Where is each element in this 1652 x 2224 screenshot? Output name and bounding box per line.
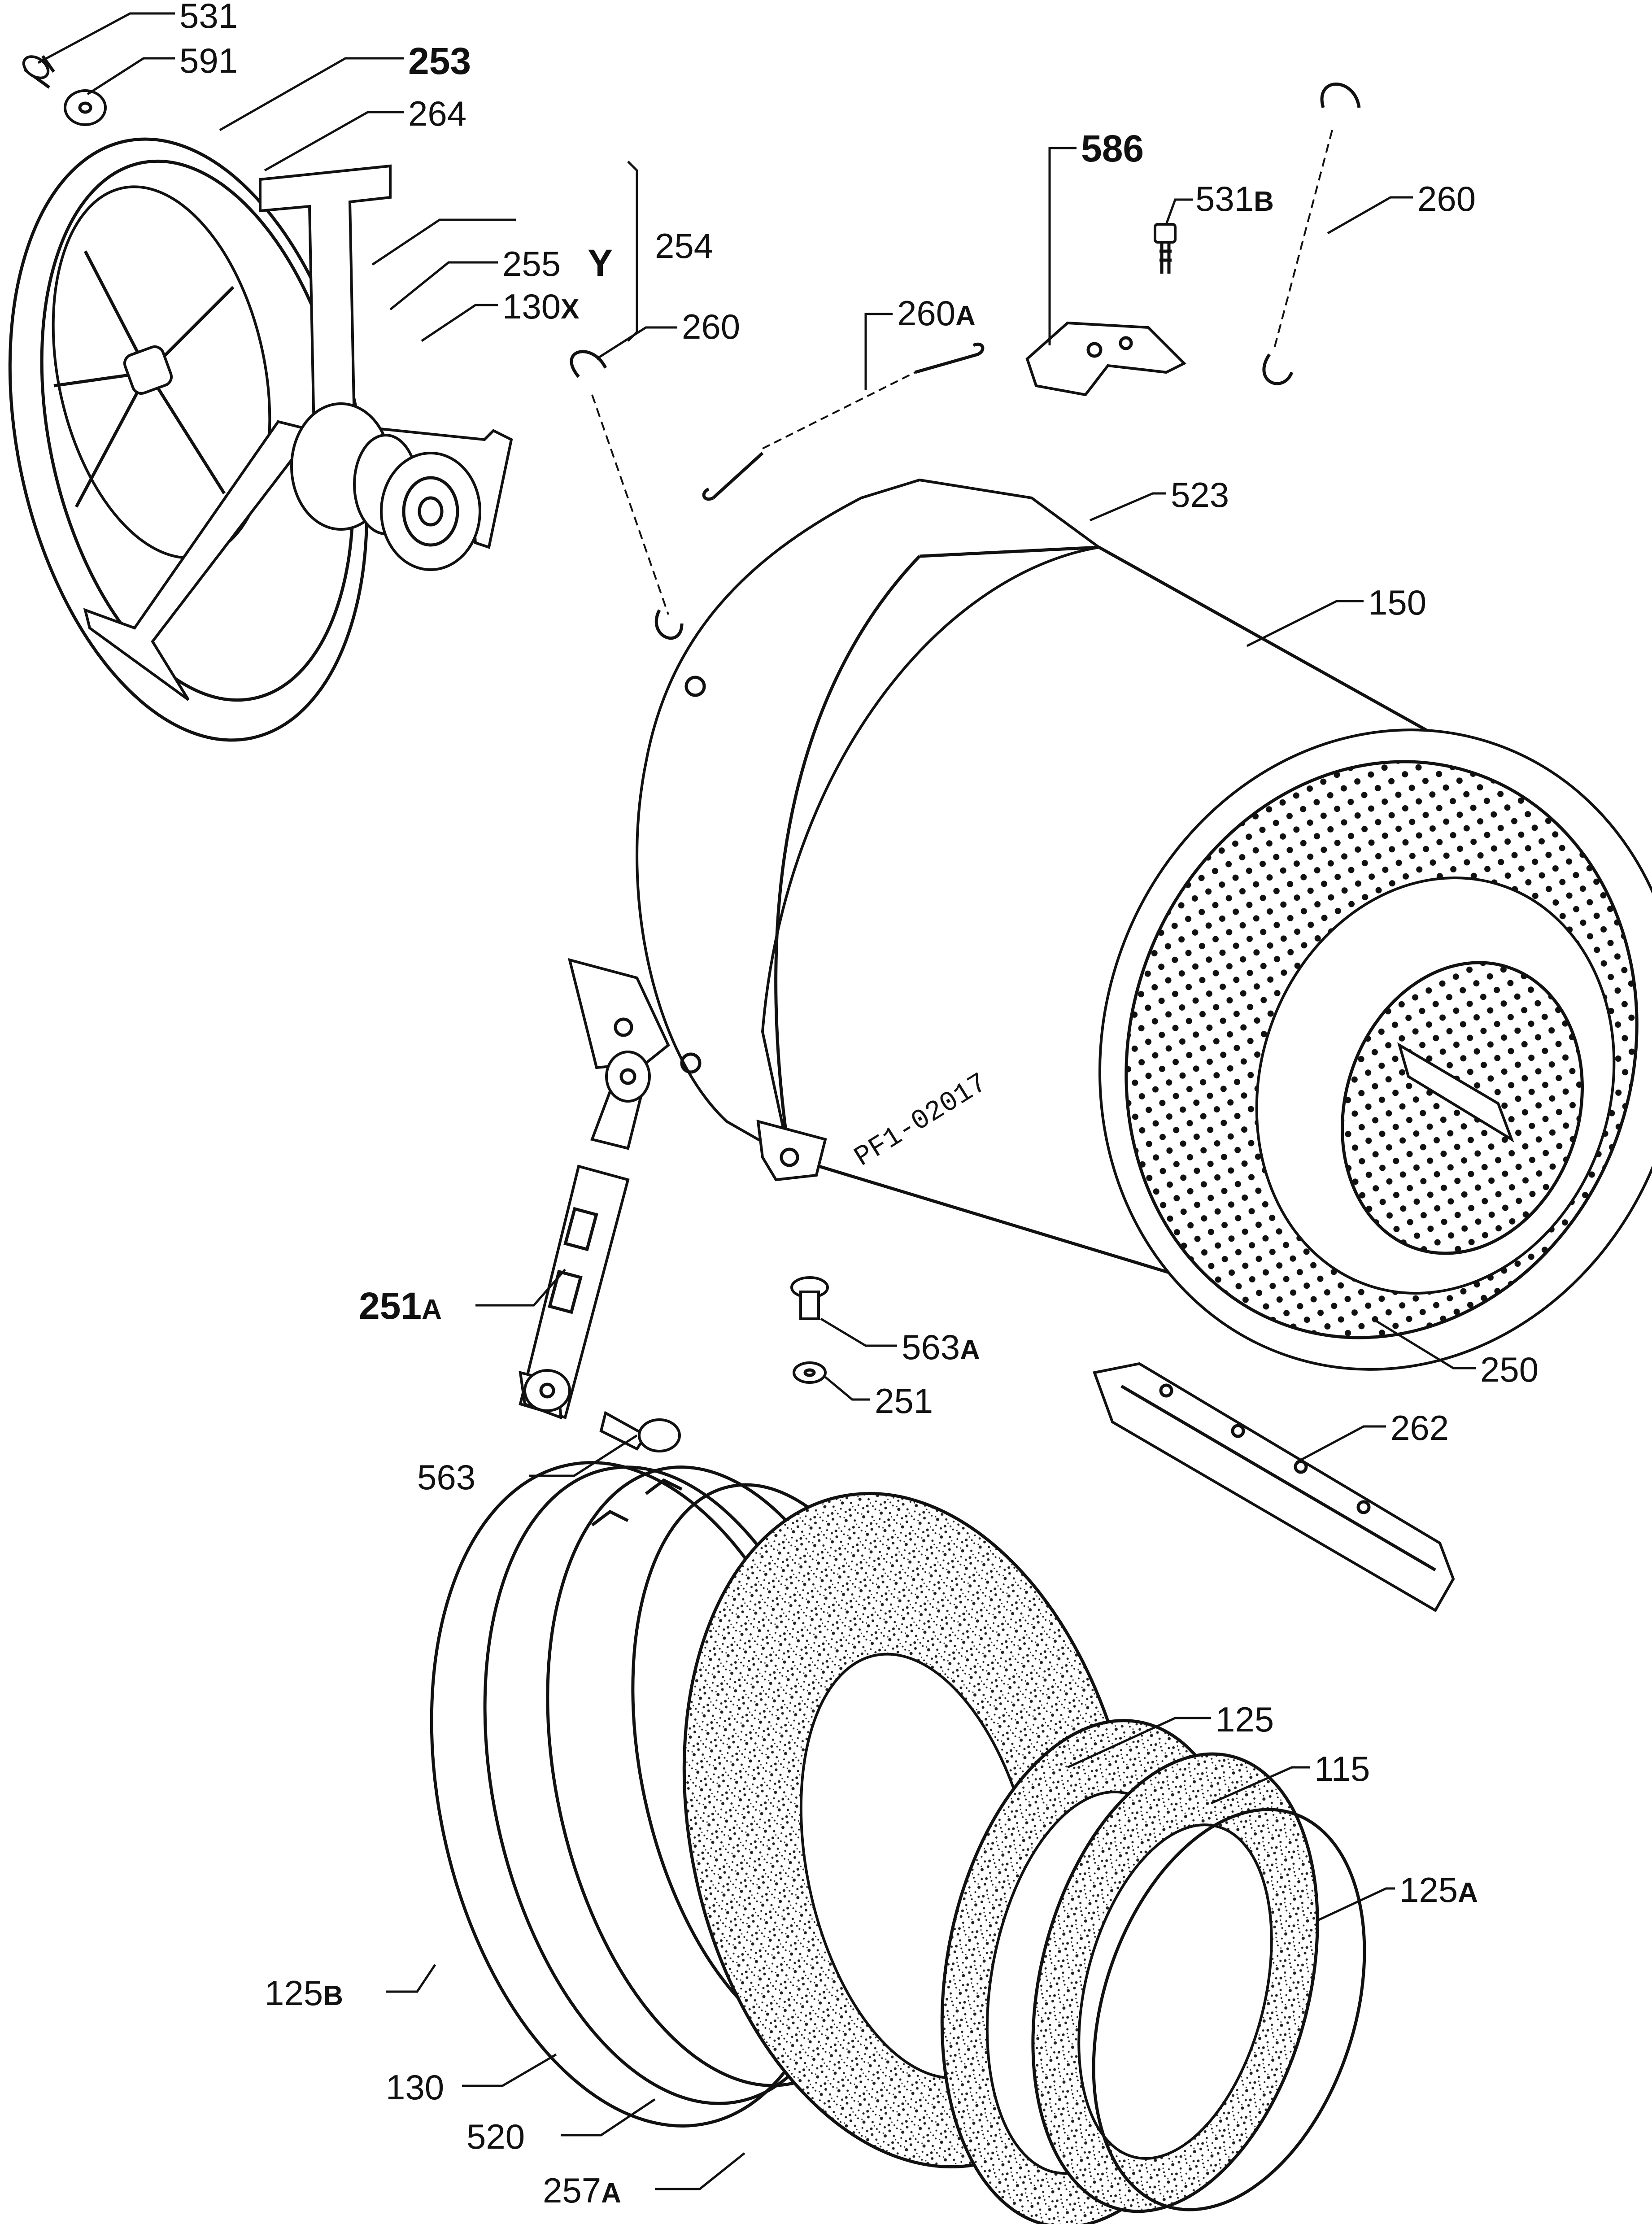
callout-531b: 531B: [1195, 179, 1274, 218]
drum-mouth-rim: [1341, 961, 1584, 1255]
callout-251a: 251A: [359, 1285, 442, 1327]
callout-591: 591: [179, 41, 238, 80]
tub-150: PF1-02017: [567, 478, 1652, 1371]
callout-563a: 563A: [902, 1327, 980, 1367]
bearing-130x-outer: [380, 452, 481, 571]
bolt-563a: [790, 1276, 829, 1320]
spring-260a: [702, 342, 985, 501]
drum-paddle: [1397, 1042, 1514, 1143]
spring-260-right: [1262, 83, 1361, 385]
callout-130x: 130X: [502, 287, 580, 326]
counterweight-262: [1092, 1362, 1455, 1613]
callout-262: 262: [1390, 1408, 1449, 1448]
diagram-code-stamp: PF1-02017: [849, 1067, 993, 1173]
callout-260a: 260A: [897, 293, 976, 333]
callout-255: 255: [502, 244, 561, 283]
drum-250-rim: [1125, 760, 1639, 1339]
front-assembly: [430, 1461, 1366, 2224]
spider-arm-bottom: [83, 420, 317, 701]
bolt-563: [599, 1411, 681, 1452]
bracket-586: [1025, 321, 1187, 397]
callout-523: 523: [1171, 475, 1229, 515]
callout-125a: 125A: [1399, 1870, 1478, 1910]
leader-lines: [37, 12, 1476, 2190]
bearing-130x-inner: [402, 476, 459, 547]
callout-531: 531: [179, 0, 238, 35]
callout-125b: 125B: [265, 1973, 343, 2013]
spring-260-left: [570, 350, 684, 640]
callout-264: 264: [408, 94, 466, 133]
screw-531b: [1154, 223, 1177, 274]
callout-150: 150: [1368, 583, 1426, 622]
callout-260-right: 260: [1417, 179, 1476, 218]
pulley-spokes: [53, 250, 235, 508]
callout-130: 130: [386, 2067, 444, 2107]
washer-591: [64, 89, 107, 126]
tub-body-top: [919, 545, 1445, 742]
seal-115-inner: [1077, 1823, 1273, 2160]
pulley-hub: [123, 345, 173, 395]
callout-labels: 531 591 253 264 254 255 Y 130X 260 260A …: [179, 0, 1539, 2210]
spider-arm-top: [259, 164, 392, 432]
callout-563: 563: [417, 1457, 475, 1497]
clamp-ring-125a: [1092, 1808, 1366, 2211]
callout-520: 520: [466, 2117, 525, 2156]
callout-125: 125: [1216, 1700, 1274, 1739]
callout-586: 586: [1081, 127, 1144, 170]
callout-250: 250: [1480, 1350, 1539, 1389]
callout-257a: 257A: [543, 2171, 621, 2210]
tub-back-flange: [636, 478, 1103, 1160]
bearing-130x-bore: [418, 496, 444, 527]
callout-115: 115: [1314, 1749, 1370, 1788]
tub-body-curve: [774, 555, 921, 1158]
callout-y: Y: [588, 242, 613, 284]
callout-253: 253: [408, 40, 471, 82]
callout-260-left: 260: [682, 307, 740, 346]
shock-absorber-251a: [519, 1051, 651, 1420]
pulley-assembly: [8, 137, 513, 742]
callout-254: 254: [655, 226, 713, 266]
washer-251: [793, 1361, 827, 1384]
callout-251: 251: [875, 1381, 933, 1421]
